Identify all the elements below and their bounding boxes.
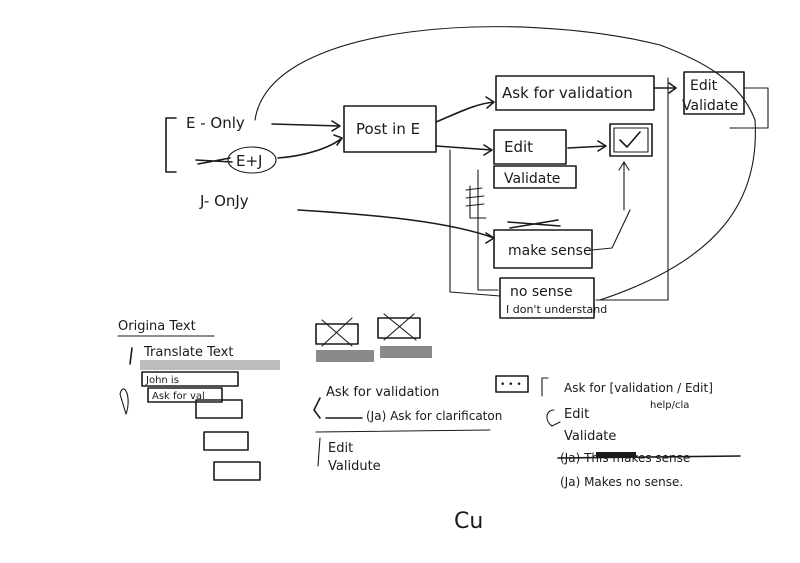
check-box xyxy=(609,123,653,157)
check-box-inner xyxy=(613,127,649,153)
menu-left-bracket xyxy=(317,437,321,467)
edit-box xyxy=(493,129,567,165)
make-sense-label: make sense xyxy=(508,243,592,259)
ask-to-edit-right-arrow xyxy=(653,82,677,94)
translate-input-bar xyxy=(140,360,280,370)
no-sense-label: no sense xyxy=(510,284,573,300)
post-to-edit-arrow xyxy=(435,144,493,156)
e-j-circle xyxy=(227,146,277,174)
signature-mark: Cu xyxy=(454,509,483,534)
leaf-doodle xyxy=(119,388,129,415)
ask-for-val-box xyxy=(147,387,223,403)
make-sense-box xyxy=(493,229,593,269)
post-to-ask-arrow xyxy=(435,96,495,123)
top-arc-connector xyxy=(254,26,756,121)
no-sense-box xyxy=(499,277,595,319)
right-validate-label: Validate xyxy=(682,98,738,114)
e-only-arrow xyxy=(271,120,341,132)
edit-to-check-arrow xyxy=(567,140,607,152)
post-in-e-label: Post in E xyxy=(356,120,420,138)
grey-bar-1 xyxy=(316,350,374,362)
placeholder-box-2 xyxy=(203,431,249,451)
menu-validate: Validute xyxy=(328,459,381,474)
placeholder-box-1 xyxy=(195,399,243,419)
e-j-label: E+J xyxy=(236,152,262,170)
right-edit-box xyxy=(683,71,745,115)
ask-validation-box xyxy=(495,75,655,111)
vertical-bar-mark xyxy=(129,347,133,365)
post-in-e-box xyxy=(343,105,437,153)
menu-ask-validation: Ask for validation xyxy=(326,385,439,400)
right-menu-bracket xyxy=(541,377,549,397)
vertical-connector xyxy=(477,169,499,291)
translate-text-label: Translate Text xyxy=(143,345,233,360)
right-menu-validate: Validate xyxy=(564,429,616,444)
right-edit-label: Edit xyxy=(690,78,718,94)
ask-loop-down xyxy=(595,77,669,301)
j-only-label: J- OnJy xyxy=(199,192,249,210)
right-menu-curve-arrow xyxy=(546,409,561,427)
left-vertical-connector xyxy=(449,149,501,297)
dots-box xyxy=(495,375,529,393)
ask-for-val-label: Ask for val xyxy=(152,391,205,402)
validate-label: Validate xyxy=(504,171,560,187)
john-is-box xyxy=(141,371,239,387)
menu-ask-clarification: (Ja) Ask for clarificaton xyxy=(366,409,502,423)
crossed-box-2-x xyxy=(383,313,417,341)
dont-understand-label: I don't understand xyxy=(506,303,607,316)
right-menu-edit: Edit xyxy=(564,407,589,422)
menu-edit: Edit xyxy=(328,441,353,456)
right-menu-strike-line xyxy=(557,455,741,459)
right-menu-scribble xyxy=(596,452,636,458)
struck-text xyxy=(507,219,561,229)
crossed-box-1 xyxy=(315,323,359,345)
edit-label: Edit xyxy=(504,138,533,156)
dots-label: • • • xyxy=(500,380,522,390)
make-sense-arrow xyxy=(591,209,631,251)
right-loop-connector xyxy=(729,87,769,129)
crossed-box-2 xyxy=(377,317,421,339)
original-text-label: Origina Text xyxy=(118,319,196,334)
struck-be xyxy=(195,157,233,165)
validate-box xyxy=(493,165,577,189)
placeholder-box-3 xyxy=(213,461,261,481)
e-j-arrow xyxy=(277,134,343,159)
check-icon xyxy=(619,131,641,148)
j-only-arrow xyxy=(297,209,495,244)
right-arc-connector xyxy=(599,119,756,301)
scribble-mark xyxy=(465,185,487,219)
john-is-label: John is xyxy=(145,375,179,386)
menu-divider xyxy=(315,429,491,433)
right-menu-help: help/cla xyxy=(650,400,689,411)
ask-validation-label: Ask for validation xyxy=(502,84,633,102)
right-menu-ask-for: Ask for [validation / Edit] xyxy=(564,381,713,395)
check-up-arrow xyxy=(618,161,630,211)
left-bracket xyxy=(165,117,177,173)
menu-left-arrow xyxy=(313,397,321,419)
e-only-label: E - Only xyxy=(186,114,245,132)
right-menu-makes-no-sense: (Ja) Makes no sense. xyxy=(560,475,683,489)
crossed-box-1-x xyxy=(321,317,353,347)
grey-bar-2 xyxy=(380,346,432,358)
